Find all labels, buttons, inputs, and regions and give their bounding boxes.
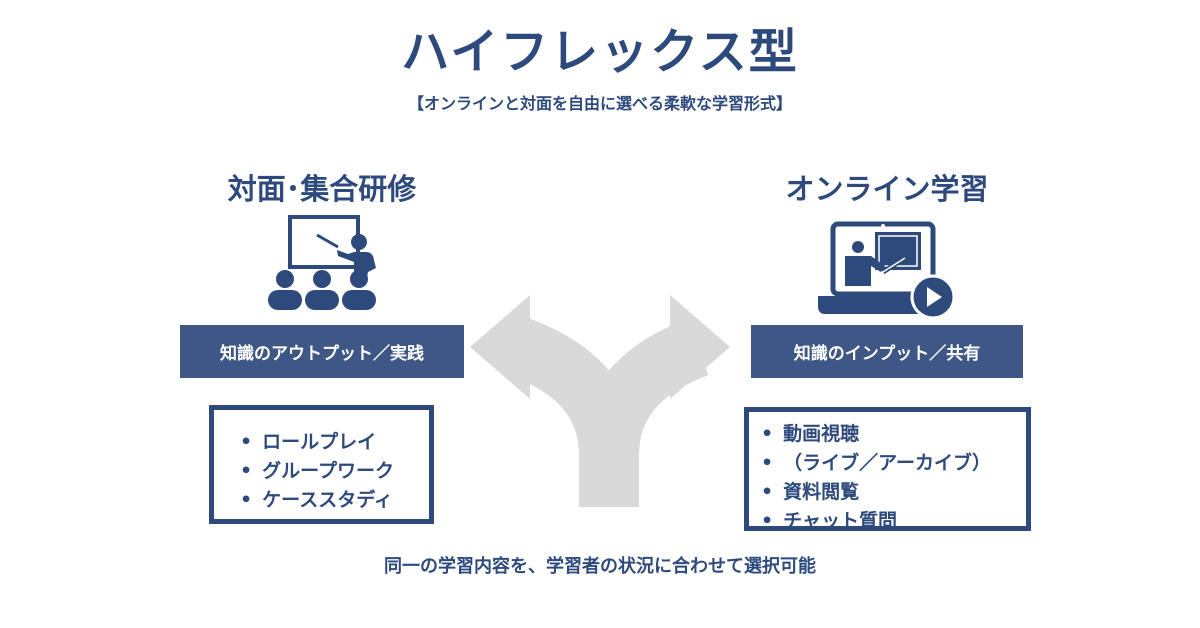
classroom-presentation-icon (268, 215, 376, 310)
list-item: 資料閲覧 (761, 478, 1026, 507)
list-item: ケーススタディ (240, 486, 429, 515)
left-activity-box: ロールプレイ グループワーク ケーススタディ (209, 405, 434, 524)
laptop-video-lecture-icon (818, 221, 956, 320)
right-banner: 知識のインプット／共有 (751, 325, 1023, 378)
list-item: ロールプレイ (240, 428, 429, 457)
split-arrow-icon (470, 295, 730, 507)
subtitle: 【オンラインと対面を自由に選べる柔軟な学習形式】 (407, 94, 792, 113)
footer-caption: 同一の学習内容を、学習者の状況に合わせて選択可能 (384, 556, 816, 577)
list-item: 動画視聴 (761, 420, 1026, 449)
right-heading: オンライン学習 (785, 172, 989, 206)
left-heading: 対面･集合研修 (227, 172, 417, 206)
page-title: ハイフレックス型 (401, 24, 799, 80)
list-item: グループワーク (240, 457, 429, 486)
right-activity-box: 動画視聴 （ライブ／アーカイブ） 資料閲覧 チャット質問 (744, 407, 1031, 532)
list-item: （ライブ／アーカイブ） (761, 449, 1026, 478)
left-banner: 知識のアウトプット／実践 (180, 325, 464, 378)
list-item: チャット質問 (761, 507, 1026, 536)
